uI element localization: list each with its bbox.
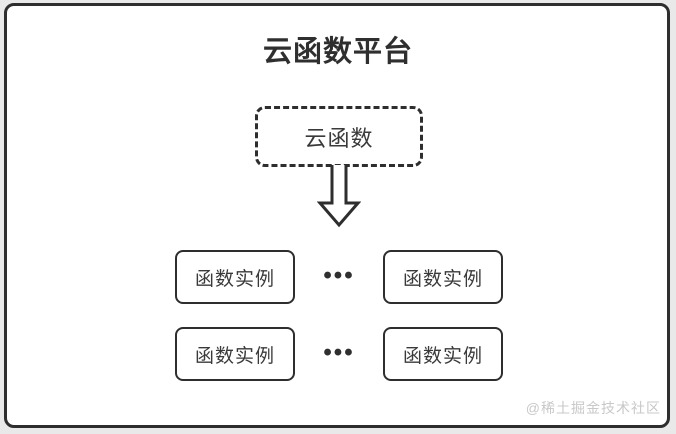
function-instance-label: 函数实例 [402,268,483,290]
function-instance-box: 函数实例 [383,327,503,381]
ellipsis-dots: ••• [323,262,355,289]
down-arrow-icon [317,165,361,228]
page-title: 云函数平台 [262,36,413,68]
cloud-function-box: 云函数 [255,106,423,167]
watermark: @稀土掘金技术社区 [525,400,661,416]
cloud-function-label: 云函数 [304,125,374,151]
function-instance-box: 函数实例 [383,250,503,304]
function-instance-label: 函数实例 [194,268,275,290]
function-instance-box: 函数实例 [175,327,295,381]
function-instance-label: 函数实例 [402,345,483,367]
function-instance-box: 函数实例 [175,250,295,304]
function-instance-label: 函数实例 [194,345,275,367]
ellipsis-dots: ••• [323,339,355,366]
